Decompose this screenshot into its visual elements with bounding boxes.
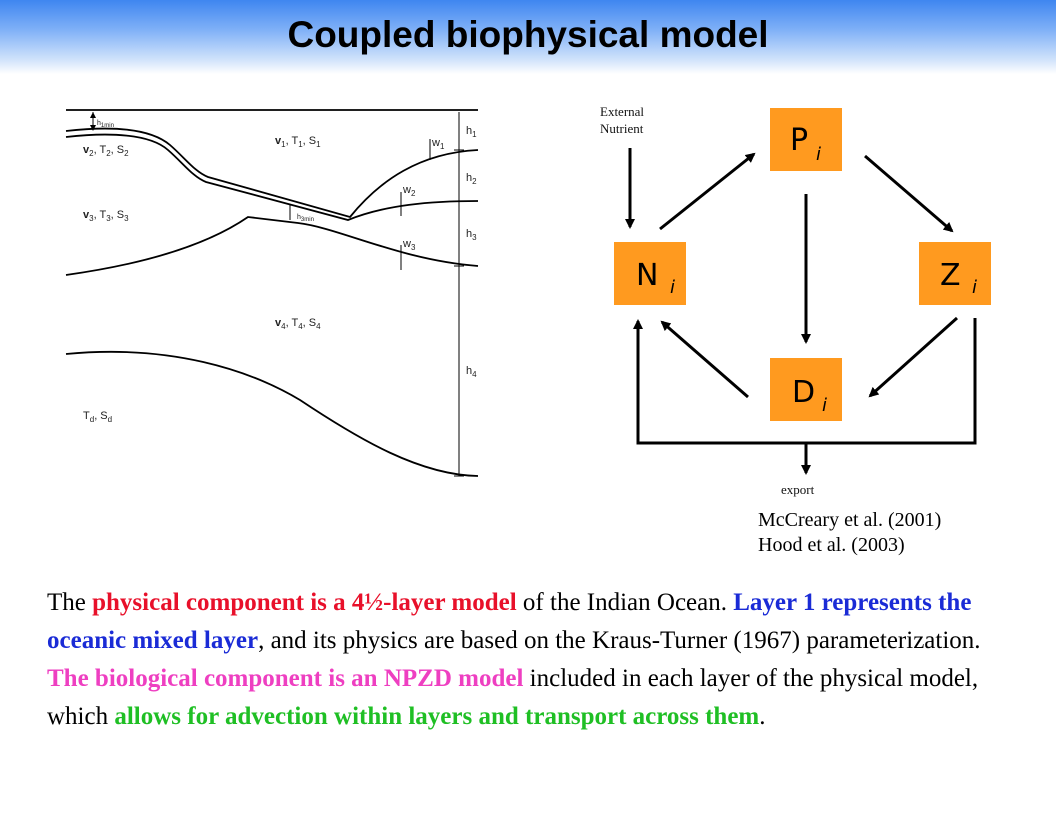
p-box-sub: i — [816, 144, 821, 165]
citation-mccreary: McCreary et al. (2001) — [758, 509, 942, 531]
d-box-letter: D — [792, 375, 815, 410]
h1min-label: h1min — [97, 120, 114, 129]
slide-title: Coupled biophysical model — [287, 14, 769, 55]
external-nutrient-label-line1: External — [600, 104, 644, 119]
d-to-n-arrow — [660, 320, 749, 399]
interface-1 — [65, 127, 479, 219]
title-bar — [0, 0, 1056, 74]
external-nutrient-label-line2: Nutrient — [600, 121, 644, 136]
d-box — [770, 358, 842, 421]
w2-label: w2 — [402, 184, 416, 198]
n-box — [614, 242, 686, 305]
thickness-bars — [90, 112, 464, 477]
w3-label: w3 — [402, 238, 416, 252]
advection-highlight: allows for advection within layers and t… — [114, 703, 760, 730]
h3min-label: h3min — [297, 214, 314, 223]
physical-component-highlight: physical component is a 4½-layer model — [92, 589, 517, 616]
text-segment: The — [47, 589, 93, 616]
h1-label: h1 — [466, 125, 477, 139]
d-box-sub: i — [822, 395, 827, 416]
n-box-letter: N — [636, 258, 658, 293]
h3-label: h3 — [466, 228, 477, 242]
npzd-diagram: External Nutrient P i N i Z i D i export — [600, 104, 991, 497]
layer1-label: v1, T1, S1 — [275, 135, 321, 149]
z-box-letter: Z — [940, 258, 961, 293]
z-box-sub: i — [972, 277, 977, 298]
z-to-d-arrow — [868, 316, 959, 398]
n-to-p-arrow — [659, 152, 756, 231]
p-box — [770, 108, 842, 171]
text-segment: of the Indian Ocean. — [516, 589, 734, 616]
citation-hood: Hood et al. (2003) — [758, 534, 905, 556]
z-box — [919, 242, 991, 305]
h2-label: h2 — [466, 172, 477, 186]
p-box-letter: P — [790, 123, 808, 158]
interface-4 — [65, 350, 479, 477]
layer4-label: v4, T4, S4 — [275, 317, 321, 331]
layer2-label: v2, T2, S2 — [83, 144, 129, 158]
w1-label: w1 — [431, 137, 445, 151]
n-box-sub: i — [670, 277, 675, 298]
h4-label: h4 — [466, 365, 477, 379]
layer3-label: v3, T3, S3 — [83, 209, 129, 223]
citations: McCreary et al. (2001) Hood et al. (2003… — [758, 508, 941, 558]
biological-component-highlight: The biological component is an NPZD mode… — [47, 665, 524, 692]
description-paragraph: The physical component is a 4½-layer mod… — [47, 584, 1022, 736]
interface-2 — [65, 133, 479, 221]
deep-layer-label: Td, Sd — [83, 410, 112, 424]
p-to-z-arrow — [864, 154, 954, 233]
interface-3 — [65, 216, 479, 276]
text-segment: , and its physics are based on the Kraus… — [258, 627, 981, 654]
export-label: export — [781, 482, 815, 497]
text-segment: . — [759, 703, 766, 730]
mixed-layer-highlight: Layer 1 represents the oceanic mixed lay… — [47, 589, 972, 654]
text-segment: included in each layer of the physical m… — [47, 665, 979, 730]
layer-diagram — [65, 109, 479, 477]
